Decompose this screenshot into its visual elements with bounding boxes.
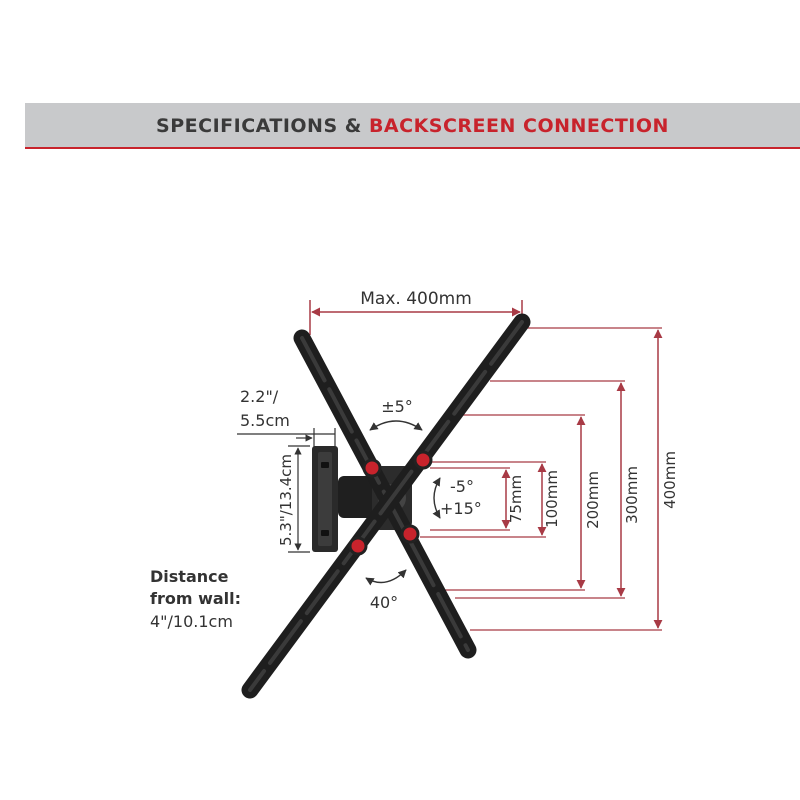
swivel-angle-label: 40° [370,593,398,612]
bolt-icon [400,524,420,544]
header-banner: SPECIFICATIONS & BACKSCREEN CONNECTION [25,103,800,149]
vertical-tilt-top-label: -5° [450,477,474,496]
vesa-label-300: 300mm [623,466,641,524]
vertical-tilt-bottom-label: +15° [440,499,482,518]
vesa-label-100: 100mm [543,470,561,528]
bolt-icon [362,458,382,478]
distance-value: 4"/10.1cm [150,612,233,631]
max-width-label: Max. 400mm [360,289,472,309]
distance-label-line2: from wall: [150,589,241,608]
bolt-icons [348,450,433,556]
offset-label-line1: 2.2"/ [240,387,279,406]
banner-title: SPECIFICATIONS & BACKSCREEN CONNECTION [25,115,800,137]
vesa-extension-lines [420,327,662,631]
banner-title-connection: BACKSCREEN CONNECTION [368,115,669,137]
bolt-icon [348,536,368,556]
tilt-angle-label: ±5° [381,397,413,416]
swivel-arrow-icon [365,569,407,586]
plate-height-label: 5.3"/13.4cm [277,454,295,546]
vesa-dimension-lines [501,329,663,629]
banner-title-specs: SPECIFICATIONS & [156,115,369,137]
tilt-arrow-icon [369,420,423,431]
vesa-label-200: 200mm [584,471,602,529]
vertical-tilt-arrow-icon [432,477,441,519]
vesa-label-75: 75mm [507,475,525,523]
offset-label-line2: 5.5cm [240,411,290,430]
plate-height-dimension [288,445,310,553]
mounting-arms [241,313,531,699]
vesa-label-400: 400mm [661,451,679,509]
wall-plate [312,446,338,552]
bolt-icon [413,450,433,470]
distance-label-line1: Distance [150,567,229,586]
